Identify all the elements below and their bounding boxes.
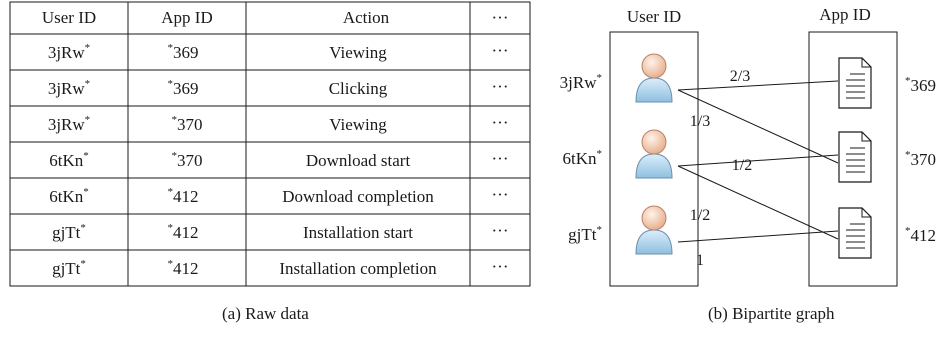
- table-border: [9, 1, 531, 287]
- cell-more: ···: [492, 149, 509, 168]
- person-icon: [635, 53, 673, 103]
- app-column-box: [808, 31, 898, 287]
- document-icon: [838, 207, 872, 259]
- cell-app-id: *369: [168, 42, 199, 62]
- cell-action: Viewing: [329, 43, 387, 62]
- app-node: *412: [838, 207, 936, 259]
- cell-user-id: gjTt*: [52, 222, 86, 242]
- cell-more: ···: [492, 185, 509, 204]
- user-node-label: 6tKn*: [563, 148, 603, 168]
- cell-more: ···: [492, 257, 509, 276]
- cell-action: Download start: [306, 151, 411, 170]
- user-node: gjTt*: [568, 205, 673, 255]
- app-node-label: *412: [905, 225, 936, 245]
- header-app-id: App ID: [161, 8, 212, 27]
- edge-weight-label: 1/2: [690, 207, 710, 224]
- graph-edge: [677, 230, 839, 243]
- user-node-label: 3jRw*: [560, 72, 602, 92]
- cell-more: ···: [492, 221, 509, 240]
- app-nodes: *369 *370 *412: [838, 57, 936, 259]
- graph-edges: 2/3 1/3 1/2 1/2 1: [677, 68, 839, 269]
- cell-app-id: *370: [172, 150, 203, 170]
- cell-app-id: *370: [172, 114, 203, 134]
- document-icon: [838, 131, 872, 183]
- app-node-label: *370: [905, 149, 936, 169]
- edge-weight-label: 1: [696, 252, 704, 269]
- document-icon: [838, 57, 872, 109]
- cell-more: ···: [492, 113, 509, 132]
- cell-action: Viewing: [329, 115, 387, 134]
- caption-raw-data: (a) Raw data: [222, 304, 309, 323]
- header-action: Action: [343, 8, 390, 27]
- graph-edge: [677, 89, 839, 164]
- cell-action: Installation start: [303, 223, 413, 242]
- header-user-id: User ID: [42, 8, 96, 27]
- header-more: ···: [492, 8, 509, 27]
- cell-user-id: 6tKn*: [49, 186, 89, 206]
- caption-bipartite-graph: (b) Bipartite graph: [708, 304, 835, 323]
- table-row: 6tKn* *370 Download start ···: [49, 149, 508, 170]
- graph-edge: [677, 165, 839, 240]
- cell-user-id: 3jRw*: [48, 78, 90, 98]
- person-icon: [635, 129, 673, 179]
- edge-weight-label: 1/2: [732, 157, 752, 174]
- cell-more: ···: [492, 77, 509, 96]
- graph-user-header: User ID: [627, 7, 681, 26]
- table-row: gjTt* *412 Installation completion ···: [52, 257, 508, 278]
- table-row: 3jRw* *369 Viewing ···: [48, 41, 509, 62]
- edge-weight-label: 1/3: [690, 113, 710, 130]
- cell-user-id: 6tKn*: [49, 150, 89, 170]
- app-node-label: *369: [905, 75, 936, 95]
- app-node: *370: [838, 131, 936, 183]
- table-row: gjTt* *412 Installation start ···: [52, 221, 508, 242]
- cell-user-id: gjTt*: [52, 258, 86, 278]
- cell-app-id: *412: [168, 186, 199, 206]
- table-row: 6tKn* *412 Download completion ···: [49, 185, 508, 206]
- graph-edge: [677, 154, 839, 167]
- table-row: 3jRw* *369 Clicking ···: [48, 77, 509, 98]
- graph-edge: [677, 80, 839, 91]
- user-node-label: gjTt*: [568, 224, 602, 244]
- cell-user-id: 3jRw*: [48, 114, 90, 134]
- table-row: 3jRw* *370 Viewing ···: [48, 113, 509, 134]
- graph-app-header: App ID: [819, 5, 870, 24]
- edge-weight-label: 2/3: [730, 68, 750, 85]
- cell-action: Installation completion: [279, 259, 437, 278]
- cell-app-id: *412: [168, 258, 199, 278]
- cell-app-id: *412: [168, 222, 199, 242]
- cell-action: Download completion: [282, 187, 434, 206]
- cell-action: Clicking: [329, 79, 388, 98]
- table-grid: [10, 2, 530, 286]
- bipartite-graph: User ID App ID 2/3 1/3 1/2 1/2 1 3jRw* 6tKn* g…: [560, 5, 936, 287]
- cell-user-id: 3jRw*: [48, 42, 90, 62]
- cell-more: ···: [492, 41, 509, 60]
- app-node: *369: [838, 57, 936, 109]
- cell-app-id: *369: [168, 78, 199, 98]
- table-header-row: User ID App ID Action ···: [42, 8, 509, 27]
- user-column-box: [609, 31, 699, 287]
- user-node: 3jRw*: [560, 53, 673, 103]
- user-nodes: 3jRw* 6tKn* gjTt*: [560, 53, 673, 255]
- user-node: 6tKn*: [563, 129, 673, 179]
- person-icon: [635, 205, 673, 255]
